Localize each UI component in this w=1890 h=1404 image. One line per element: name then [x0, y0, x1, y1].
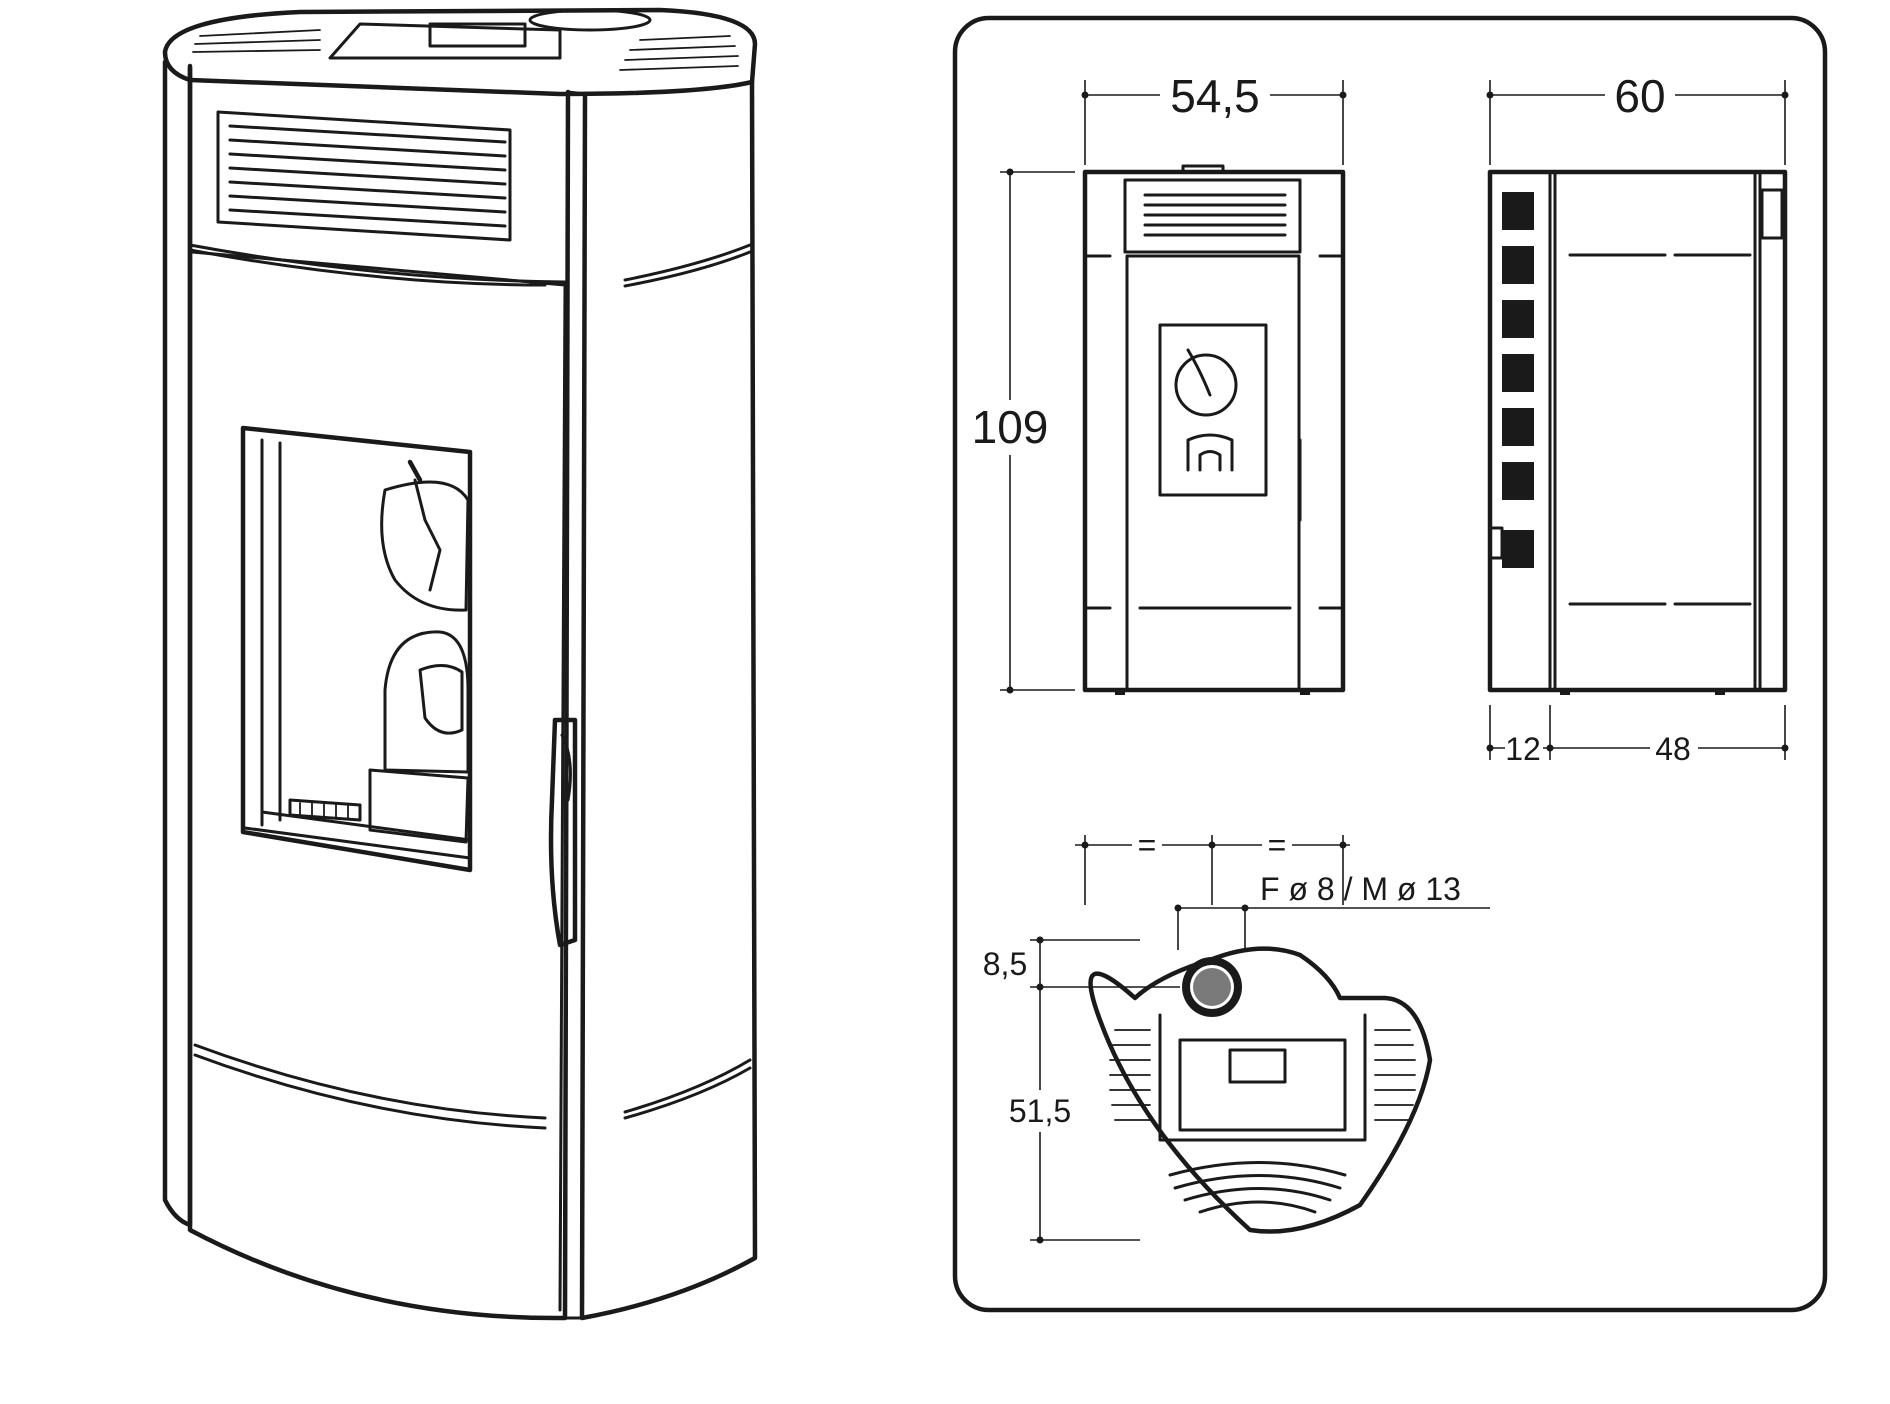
stove-body-outline: [162, 59, 193, 1228]
dimension-side-offset: 12: [1505, 731, 1541, 767]
dimension-equal-right: =: [1268, 827, 1287, 863]
stove-perspective-view: [162, 7, 758, 1321]
dimension-side-body-depth: 48: [1655, 731, 1691, 767]
dimension-equal-left: =: [1138, 827, 1157, 863]
technical-drawing-panel: [952, 15, 1828, 1313]
door-handle[interactable]: [548, 717, 578, 948]
dimension-height: 109: [972, 401, 1049, 453]
dimension-flue-offset: 8,5: [983, 946, 1027, 982]
side-vent-slots: [1502, 192, 1534, 568]
top-plan-view: [1088, 946, 1433, 1234]
fire-window: [240, 425, 473, 873]
dimension-side-depth: 60: [1614, 70, 1665, 122]
flue-diameter-spec: F ø 8 / M ø 13: [1260, 871, 1461, 907]
dimension-front-width: 54,5: [1170, 70, 1260, 122]
front-elevation-view: [1082, 164, 1346, 695]
side-elevation-view: [1487, 169, 1788, 695]
dimension-lines: [1000, 80, 1789, 1244]
front-vent-grille: [216, 110, 512, 242]
dimension-flue-depth: 51,5: [1009, 1093, 1071, 1129]
